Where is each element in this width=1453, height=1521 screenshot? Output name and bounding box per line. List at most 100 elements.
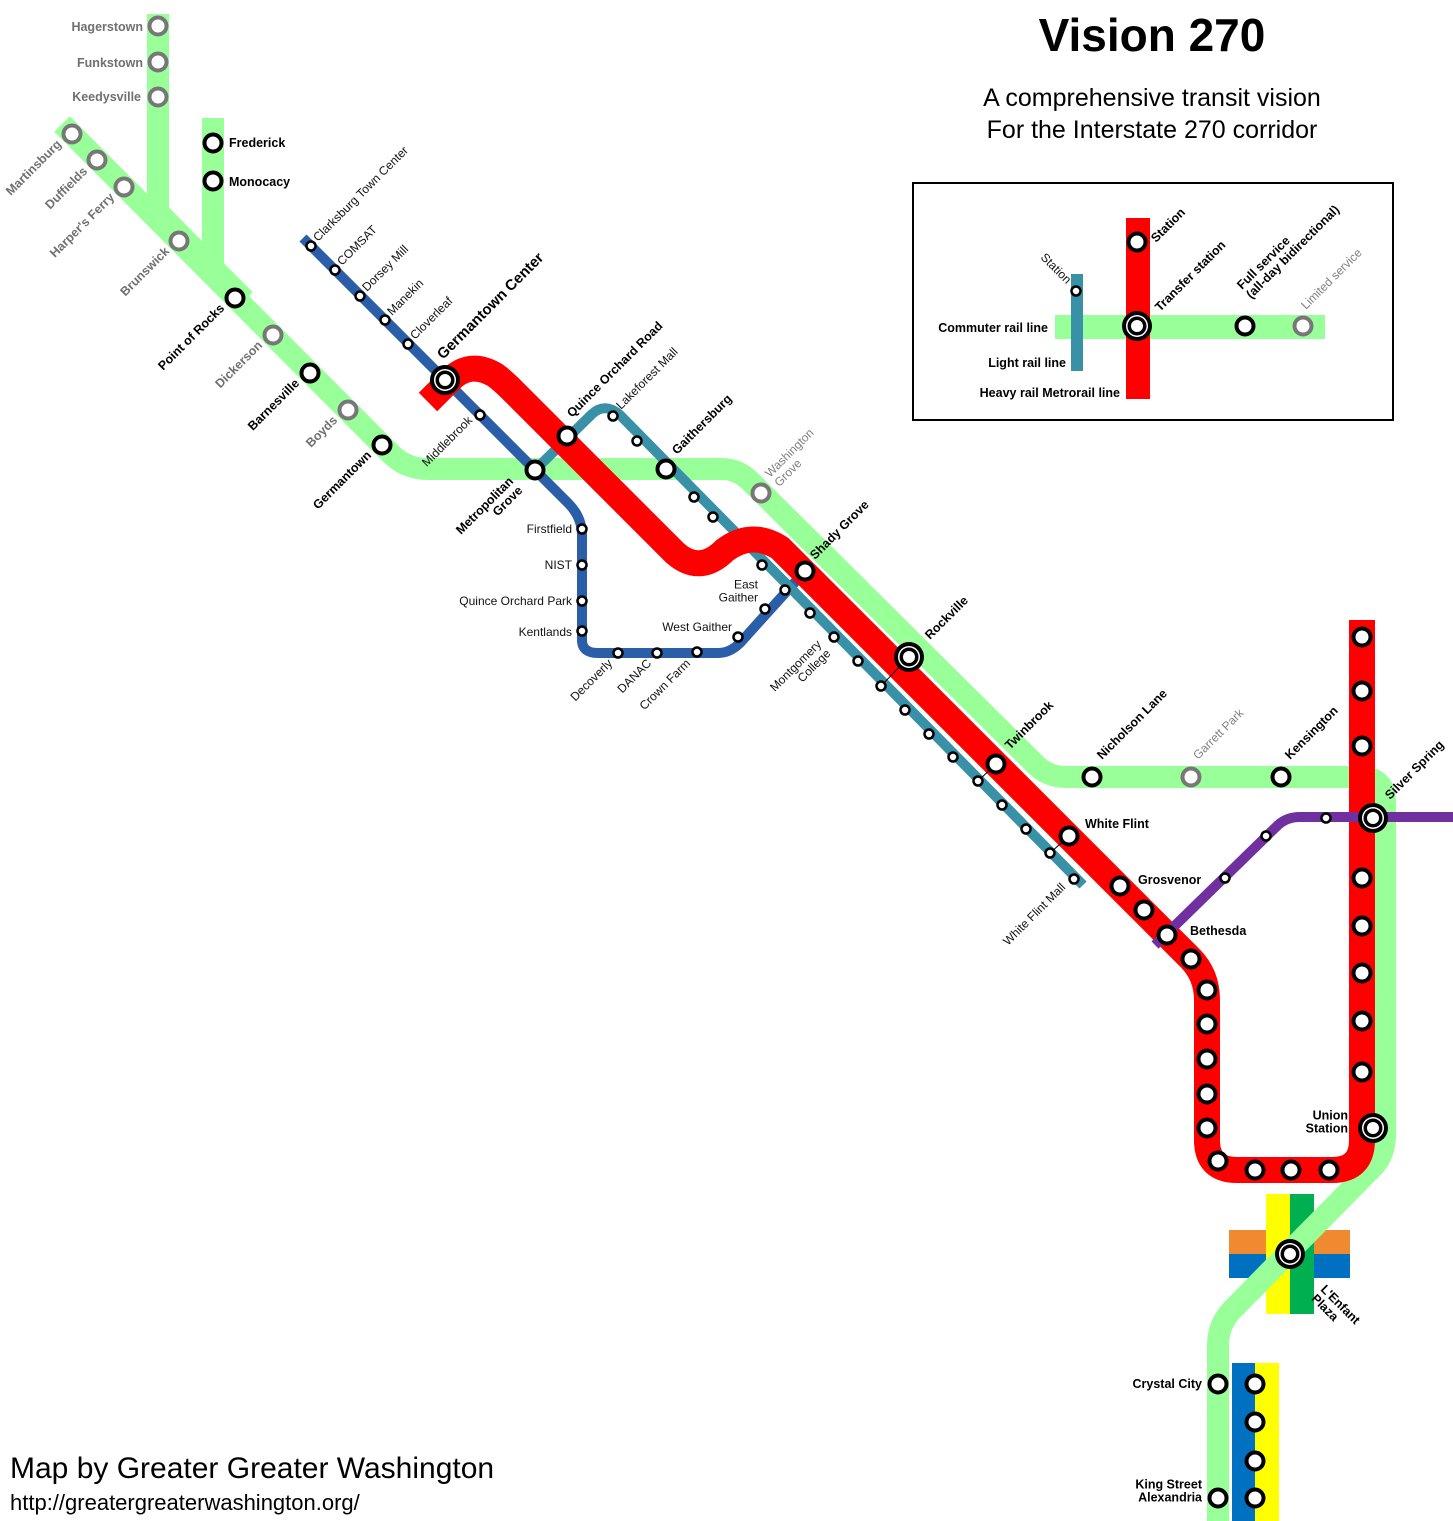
- station-icon[interactable]: [1351, 962, 1373, 984]
- station-icon[interactable]: [804, 607, 816, 619]
- station-icon[interactable]: [86, 149, 108, 171]
- station-icon[interactable]: [1351, 915, 1373, 937]
- station-icon[interactable]: [1244, 1450, 1266, 1472]
- station-icon[interactable]: [1109, 875, 1131, 897]
- station-icon[interactable]: [305, 240, 317, 252]
- station-icon[interactable]: [1280, 1159, 1302, 1181]
- station-icon[interactable]: [1244, 1373, 1266, 1395]
- station-icon[interactable]: [1270, 766, 1292, 788]
- station-icon[interactable]: [371, 434, 393, 456]
- station-icon[interactable]: [576, 523, 588, 535]
- station-icon[interactable]: [1196, 1013, 1218, 1035]
- station-icon[interactable]: [147, 51, 169, 73]
- station-icon[interactable]: [61, 123, 83, 145]
- station-icon[interactable]: [1351, 1061, 1373, 1083]
- station-icon[interactable]: [147, 15, 169, 37]
- station-icon[interactable]: [756, 559, 768, 571]
- station-icon[interactable]: [612, 647, 624, 659]
- station-icon[interactable]: [631, 435, 643, 447]
- station-icon[interactable]: [224, 287, 246, 309]
- station-icon[interactable]: [1058, 825, 1080, 847]
- station-icon[interactable]: [202, 132, 224, 154]
- transfer-station-icon[interactable]: [1358, 1113, 1388, 1143]
- station-icon[interactable]: [1219, 872, 1231, 884]
- station-icon[interactable]: [794, 560, 816, 582]
- station-icon[interactable]: [732, 631, 744, 643]
- station-icon[interactable]: [1133, 899, 1155, 921]
- station-icon[interactable]: [1126, 231, 1148, 253]
- station-icon[interactable]: [1351, 1010, 1373, 1032]
- station-icon[interactable]: [1207, 1150, 1229, 1172]
- station-icon[interactable]: [947, 751, 959, 763]
- station-icon[interactable]: [576, 595, 588, 607]
- station-icon[interactable]: [750, 482, 772, 504]
- station-icon[interactable]: [707, 511, 719, 523]
- station-icon[interactable]: [1320, 812, 1332, 824]
- station-icon[interactable]: [1044, 847, 1056, 859]
- credit-url[interactable]: http://greatergreaterwashington.org/: [10, 1490, 360, 1515]
- transfer-station-icon[interactable]: [1358, 803, 1388, 833]
- station-icon[interactable]: [1351, 680, 1373, 702]
- station-icon[interactable]: [262, 324, 284, 346]
- station-icon[interactable]: [688, 491, 700, 503]
- stations-kensington-label: Kensington: [1282, 704, 1341, 763]
- stations-kentlands-label: Kentlands: [519, 625, 572, 639]
- station-icon[interactable]: [651, 647, 663, 659]
- station-icon[interactable]: [1351, 867, 1373, 889]
- station-icon[interactable]: [779, 584, 791, 596]
- station-icon[interactable]: [655, 458, 677, 480]
- station-icon[interactable]: [996, 799, 1008, 811]
- station-icon[interactable]: [524, 459, 546, 481]
- station-icon[interactable]: [474, 409, 486, 421]
- station-icon[interactable]: [1081, 766, 1103, 788]
- station-icon[interactable]: [1244, 1159, 1266, 1181]
- station-icon[interactable]: [1351, 626, 1373, 648]
- station-icon[interactable]: [1180, 766, 1202, 788]
- station-icon[interactable]: [691, 646, 703, 658]
- station-icon[interactable]: [576, 559, 588, 571]
- station-icon[interactable]: [1260, 830, 1272, 842]
- station-icon[interactable]: [828, 631, 840, 643]
- station-icon[interactable]: [1244, 1411, 1266, 1433]
- station-icon[interactable]: [113, 176, 135, 198]
- station-icon[interactable]: [852, 655, 864, 667]
- station-icon[interactable]: [1196, 1117, 1218, 1139]
- station-icon[interactable]: [1070, 285, 1082, 297]
- station-icon[interactable]: [1068, 873, 1080, 885]
- station-icon[interactable]: [1156, 924, 1178, 946]
- station-icon[interactable]: [1196, 1083, 1218, 1105]
- station-icon[interactable]: [985, 753, 1007, 775]
- station-icon[interactable]: [576, 625, 588, 637]
- station-icon[interactable]: [379, 314, 391, 326]
- station-icon[interactable]: [147, 86, 169, 108]
- station-icon[interactable]: [1244, 1487, 1266, 1509]
- station-icon[interactable]: [1196, 1048, 1218, 1070]
- transfer-station-icon[interactable]: [1122, 311, 1152, 341]
- station-icon[interactable]: [1351, 735, 1373, 757]
- transfer-station-icon[interactable]: [1275, 1239, 1305, 1269]
- station-icon[interactable]: [354, 290, 366, 302]
- station-icon[interactable]: [299, 362, 321, 384]
- station-icon[interactable]: [168, 230, 190, 252]
- station-icon[interactable]: [923, 728, 935, 740]
- station-icon[interactable]: [337, 399, 359, 421]
- station-icon[interactable]: [1207, 1487, 1229, 1509]
- station-icon[interactable]: [607, 410, 619, 422]
- station-icon[interactable]: [1196, 979, 1218, 1001]
- station-icon[interactable]: [1020, 823, 1032, 835]
- station-icon[interactable]: [1234, 315, 1256, 337]
- transfer-station-icon[interactable]: [430, 365, 460, 395]
- station-icon[interactable]: [972, 775, 984, 787]
- station-icon[interactable]: [875, 680, 887, 692]
- station-icon[interactable]: [759, 603, 771, 615]
- station-icon[interactable]: [1292, 315, 1314, 337]
- station-icon[interactable]: [1180, 948, 1202, 970]
- station-icon[interactable]: [402, 338, 414, 350]
- station-icon[interactable]: [202, 170, 224, 192]
- station-icon[interactable]: [1318, 1159, 1340, 1181]
- station-icon[interactable]: [556, 425, 578, 447]
- station-icon[interactable]: [1207, 1373, 1229, 1395]
- station-icon[interactable]: [899, 704, 911, 716]
- transfer-station-icon[interactable]: [894, 642, 924, 672]
- station-icon[interactable]: [329, 264, 341, 276]
